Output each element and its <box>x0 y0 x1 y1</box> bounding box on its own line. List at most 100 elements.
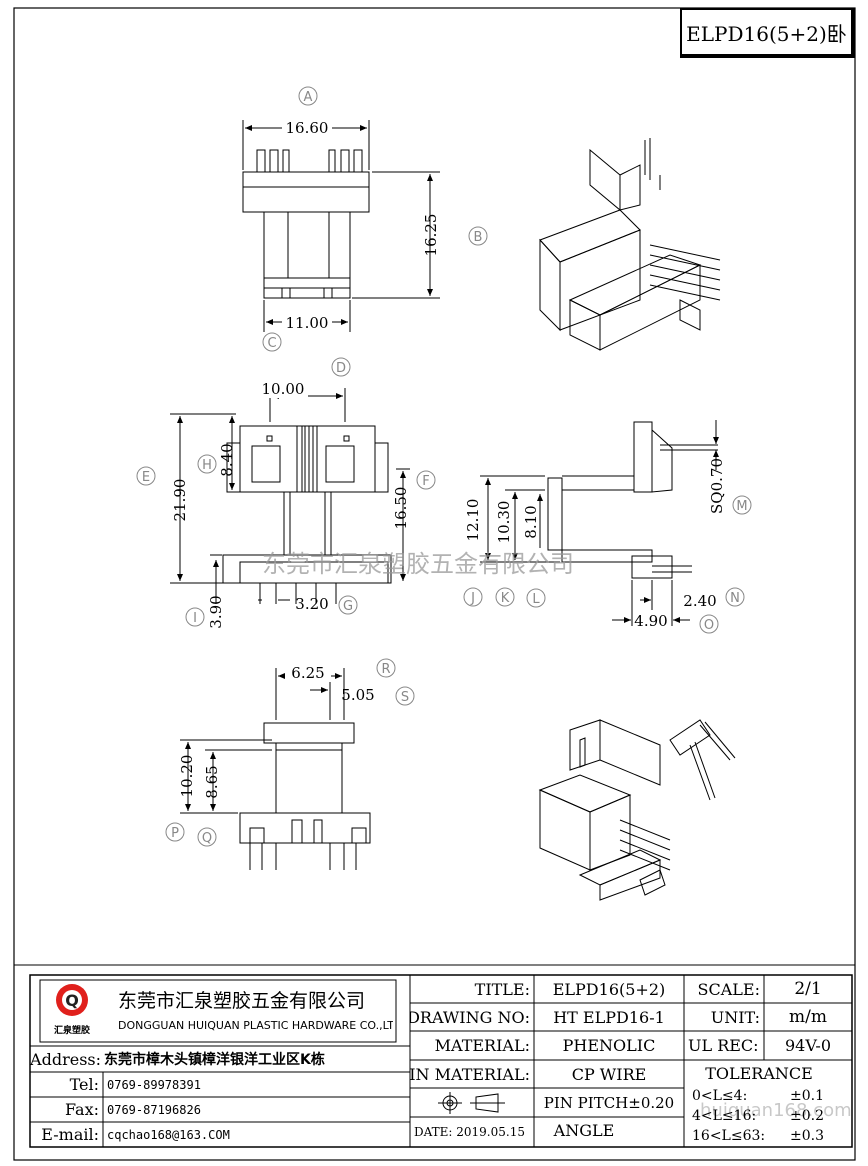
tolerance-value-3: ±0.3 <box>790 1128 824 1144</box>
svg-text:S: S <box>401 690 409 705</box>
drawing-date: DATE: 2019.05.15 <box>414 1125 525 1139</box>
company-logo: Q 汇泉塑胶 <box>54 984 90 1036</box>
angle-label: ANGLE <box>553 1120 615 1140</box>
svg-text:R: R <box>381 662 390 677</box>
address-label: Address: <box>30 1049 101 1069</box>
mark-k: K <box>495 587 515 607</box>
pin-material-value: CP WIRE <box>571 1064 647 1084</box>
dim-top-width: 16.60 <box>286 119 329 137</box>
mark-i: I <box>185 607 205 627</box>
svg-text:E: E <box>142 470 150 485</box>
mark-f: F <box>416 470 436 490</box>
svg-text:H: H <box>202 458 212 473</box>
unit-value: m/m <box>789 1007 827 1027</box>
svg-text:J: J <box>470 591 475 606</box>
logo-text: 汇泉塑胶 <box>54 1024 90 1036</box>
svg-text:F: F <box>422 474 429 489</box>
sheet-border <box>13 7 856 1161</box>
address-value: 东莞市樟木头镇樟洋银洋工业区K栋 <box>104 1052 325 1068</box>
fax-value: 0769-87196826 <box>107 1102 201 1117</box>
mark-s: S <box>395 686 415 706</box>
dim-front-base: 3.90 <box>207 595 225 628</box>
drawing-no-value: HT ELPD16-1 <box>553 1007 665 1027</box>
company-name-en: DONGGUAN HUIQUAN PLASTIC HARDWARE CO.,LT… <box>118 1018 393 1032</box>
dim-front-pitch: 3.20 <box>295 595 328 613</box>
mark-o: O <box>699 614 719 634</box>
svg-text:Q: Q <box>202 831 212 846</box>
mark-h: H <box>197 454 217 474</box>
dim-side-12: 12.10 <box>464 499 482 542</box>
svg-text:N: N <box>730 591 740 606</box>
tolerance-range-3: 16<L≤63: <box>692 1128 766 1144</box>
material-value: PHENOLIC <box>562 1036 656 1055</box>
mark-q: Q <box>197 827 217 847</box>
dim-side-8: 8.10 <box>522 505 540 538</box>
mark-m: M <box>732 495 752 515</box>
title-label: TITLE: <box>474 979 530 999</box>
dim-side-sq: SQ0.70 <box>708 458 726 514</box>
tolerance-label: TOLERANCE <box>705 1063 813 1083</box>
company-name-cn: 东莞市汇泉塑胶五金有限公司 <box>118 989 366 1012</box>
dim-side-10: 10.30 <box>495 501 513 544</box>
svg-text:M: M <box>736 499 747 514</box>
svg-text:L: L <box>532 592 540 607</box>
unit-label: UNIT: <box>710 1007 760 1027</box>
mark-p: P <box>165 822 185 842</box>
dim-bottom-865: 8.65 <box>203 765 221 798</box>
svg-text:K: K <box>501 591 510 606</box>
mark-l: L <box>526 588 546 608</box>
title-value: ELPD16(5+2) <box>552 979 666 999</box>
side-view <box>480 420 719 626</box>
pin-material-label: PIN MATERIAL: <box>410 1064 530 1084</box>
logo-letter: Q <box>65 991 79 1010</box>
mark-c: C <box>262 332 282 352</box>
scale-value: 2/1 <box>794 979 822 999</box>
projection-angle-symbol <box>438 1092 505 1114</box>
tolerance-range-2: 4<L≤16: <box>692 1108 757 1124</box>
tolerance-range-1: 0<L≤4: <box>692 1088 748 1104</box>
svg-text:G: G <box>343 599 353 614</box>
svg-text:C: C <box>267 336 276 351</box>
fax-label: Fax: <box>65 1100 99 1119</box>
mark-a: A <box>298 86 318 106</box>
top-view <box>242 120 440 332</box>
dim-front-total: 21.90 <box>171 479 189 522</box>
mark-n: N <box>725 587 745 607</box>
dim-side-24: 2.40 <box>683 592 716 610</box>
watermark: 东莞市汇泉塑胶五金有限公司 <box>262 550 574 578</box>
svg-text:O: O <box>704 618 714 633</box>
ul-label: UL REC: <box>688 1036 759 1055</box>
dim-bottom-505: 5.05 <box>341 686 374 704</box>
svg-text:P: P <box>171 826 179 841</box>
isometric-view-2 <box>538 719 736 901</box>
isometric-view-1 <box>539 138 721 351</box>
scale-label: SCALE: <box>697 979 760 999</box>
dim-top-base: 11.00 <box>286 314 329 332</box>
mark-e: E <box>136 466 156 486</box>
svg-text:A: A <box>304 90 313 105</box>
mark-d: D <box>331 357 351 377</box>
ul-value: 94V-0 <box>784 1036 832 1055</box>
part-number-tag: ELPD16(5+2)卧 <box>680 8 855 58</box>
pin-pitch: PIN PITCH±0.20 <box>543 1093 675 1112</box>
dim-bottom-1020: 10.20 <box>178 755 196 798</box>
tolerance-value-1: ±0.1 <box>790 1088 824 1104</box>
svg-text:I: I <box>193 611 197 626</box>
dim-front-height: 8.40 <box>218 443 236 476</box>
dim-top-height: 16.25 <box>422 214 440 257</box>
mark-r: R <box>376 658 396 678</box>
dim-side-49: 4.90 <box>634 612 667 630</box>
tolerance-value-2: ±0.2 <box>790 1108 824 1124</box>
svg-text:D: D <box>336 361 346 376</box>
mark-j: J <box>463 587 483 607</box>
title-block-grid <box>29 974 853 1148</box>
dim-front-f: 16.50 <box>392 487 410 530</box>
dim-front-width: 10.00 <box>262 380 305 398</box>
drawing-no-label: DRAWING NO: <box>410 1007 530 1027</box>
tel-label: Tel: <box>69 1075 99 1094</box>
email-value: cqchao168@163.COM <box>107 1127 230 1142</box>
tel-value: 0769-89978391 <box>107 1077 201 1092</box>
